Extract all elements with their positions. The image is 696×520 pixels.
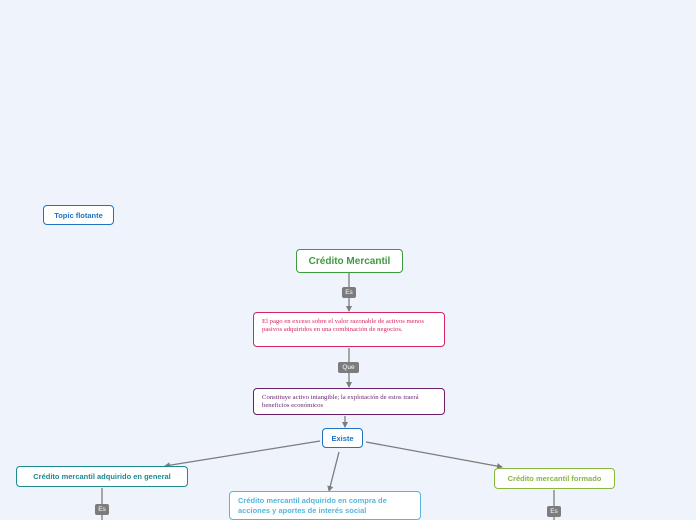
intangible-asset-text: Constituye activo intangible; la explota… [262, 394, 419, 410]
relation-label-text: Es [550, 508, 558, 515]
existe-text: Existe [331, 433, 354, 443]
definition-text: El pago en exceso sobre el valor razonab… [262, 318, 424, 334]
floating-topic-node[interactable]: Topic flotante [43, 205, 114, 225]
existe-node[interactable]: Existe [322, 428, 363, 448]
general-acquired-text: Crédito mercantil adquirido en general [33, 472, 171, 481]
floating-topic-text: Topic flotante [54, 210, 103, 220]
relation-label-que[interactable]: Que [338, 362, 359, 373]
general-acquired-node[interactable]: Crédito mercantil adquirido en general [16, 466, 188, 487]
link-existe-general [164, 440, 321, 469]
formed-goodwill-node[interactable]: Crédito mercantil formado [494, 468, 615, 489]
relation-label-text: Que [342, 364, 355, 371]
formed-goodwill-text: Crédito mercantil formado [507, 474, 602, 483]
definition-node[interactable]: El pago en exceso sobre el valor razonab… [253, 312, 445, 347]
intangible-asset-node[interactable]: Constituye activo intangible; la explota… [253, 388, 445, 415]
relation-label-es-formado[interactable]: Es [547, 506, 561, 517]
link-existe-formado [365, 441, 503, 470]
root-topic-node[interactable]: Crédito Mercantil [296, 249, 403, 273]
relation-label-text: Es [345, 289, 353, 296]
root-topic-text: Crédito Mercantil [308, 255, 391, 267]
relation-label-es-general[interactable]: Es [95, 504, 109, 515]
share-purchase-node[interactable]: Crédito mercantil adquirido en compra de… [229, 491, 421, 520]
relation-label-text: Es [98, 506, 106, 513]
share-purchase-text: Crédito mercantil adquirido en compra de… [238, 496, 387, 515]
link-existe-compra [327, 451, 340, 492]
relation-label-es-root[interactable]: Es [342, 287, 356, 298]
